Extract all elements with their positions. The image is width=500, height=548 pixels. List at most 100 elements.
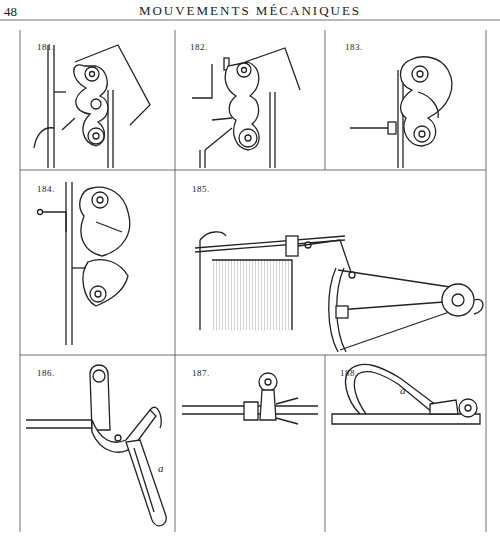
pawl-mechanism-184-part	[38, 210, 43, 215]
lever-latch-186	[26, 365, 166, 526]
spring-catch-188-part	[430, 400, 458, 414]
pawl-mechanism-182-part	[237, 63, 251, 77]
panel-frame-part	[486, 30, 487, 532]
lever-mechanism-185-part	[195, 240, 345, 252]
lever-mechanism-185-part	[349, 272, 355, 278]
rod-clamp-187-part	[276, 398, 298, 424]
spring-catch-188-part	[459, 399, 477, 417]
pawl-mechanism-181-part	[74, 65, 108, 146]
spring-catch-188	[332, 364, 480, 424]
figure-number: 181.	[37, 42, 55, 52]
pawl-mechanism-181-part	[90, 72, 95, 77]
pawl-mechanism-183	[350, 57, 452, 168]
figure-number: 186.	[37, 362, 55, 380]
pawl-mechanism-181-part	[47, 45, 48, 168]
pawl-mechanism-181-part	[88, 128, 104, 144]
figure-number: 187.	[192, 362, 210, 380]
rod-clamp-187-part	[259, 373, 277, 391]
lever-latch-186-part	[92, 410, 156, 452]
panel-frame-part	[20, 170, 486, 171]
pawl-mechanism-181-part	[54, 91, 66, 92]
lever-mechanism-185-part	[452, 294, 464, 306]
pawl-mechanism-183-part	[417, 71, 423, 77]
figure-number: 187.	[192, 368, 210, 378]
pawl-mechanism-183-part	[418, 92, 438, 118]
part-letter: a	[158, 458, 164, 476]
pawl-mechanism-182-part	[192, 64, 212, 98]
pawl-mechanism-181	[34, 45, 150, 168]
figure-number: 182.	[190, 42, 208, 52]
pawl-mechanism-184-part	[83, 260, 128, 306]
figure-number: 182.	[190, 36, 208, 54]
rod-clamp-187-part	[265, 379, 271, 385]
lever-mechanism-185-part	[200, 232, 226, 240]
panel-frame-part	[325, 355, 326, 532]
lever-mechanism-185-part	[199, 240, 200, 330]
lever-latch-186-part	[134, 448, 154, 512]
pawl-mechanism-182-part	[269, 92, 270, 168]
pawl-mechanism-181-part	[107, 90, 108, 168]
pawl-mechanism-182-part	[245, 135, 251, 141]
lever-latch-186-part	[115, 435, 121, 441]
part-letter: a	[158, 462, 164, 474]
lever-latch-186-part	[93, 370, 105, 382]
pawl-mechanism-183-part	[412, 66, 428, 82]
pawl-mechanism-184-part	[90, 286, 106, 302]
lever-mechanism-185-part	[474, 299, 483, 314]
part-letter: a	[400, 384, 406, 396]
spring-catch-188-part	[465, 405, 471, 411]
lever-mechanism-185-part	[212, 260, 292, 330]
lever-latch-186-part	[90, 365, 110, 430]
pawl-mechanism-182-part	[242, 68, 247, 73]
spring-catch-188-part	[354, 372, 432, 414]
lever-latch-186-part	[26, 427, 100, 428]
page-number: 48	[4, 4, 17, 19]
pawl-mechanism-182-part	[199, 150, 200, 168]
pawl-mechanism-182-part	[205, 128, 232, 150]
figure-number: 188.	[340, 362, 358, 380]
lever-latch-186-part	[26, 419, 100, 420]
lever-mechanism-185-part	[212, 260, 292, 330]
pawl-mechanism-183-part	[350, 127, 390, 128]
lever-mechanism-185-part	[336, 306, 348, 318]
pawl-mechanism-184-part	[96, 222, 122, 232]
pawl-mechanism-181-part	[93, 133, 99, 139]
figure-number: 188.	[340, 368, 358, 378]
pawl-mechanism-183-part	[400, 57, 451, 146]
figure-number: 186.	[37, 368, 55, 378]
pawl-mechanism-184-part	[80, 187, 130, 256]
pawl-mechanism-183-part	[388, 122, 396, 134]
panel-frame-part	[20, 355, 486, 356]
pawl-mechanism-181-part	[62, 118, 75, 130]
panel-frame-part	[175, 30, 176, 532]
lever-mechanism-185-part	[286, 236, 298, 256]
pawl-mechanism-181-part	[112, 90, 113, 168]
part-letter: a	[400, 380, 406, 398]
running-head: MOUVEMENTS MÉCANIQUES	[0, 1, 500, 19]
pawl-mechanism-184-part	[72, 267, 86, 268]
figure-number: 185.	[192, 184, 210, 194]
figure-number: 181.	[37, 36, 55, 54]
rod-clamp-187-part	[244, 402, 258, 420]
spring-catch-188-part	[346, 364, 440, 414]
pawl-mechanism-181-part	[34, 128, 54, 148]
pawl-mechanism-182-part	[274, 92, 275, 168]
rod-clamp-187-part	[260, 390, 276, 420]
pawl-mechanism-182-part	[239, 129, 257, 147]
pawl-mechanism-181-part	[53, 45, 54, 168]
pawl-mechanism-184-part	[97, 197, 103, 203]
spring-catch-188-part	[332, 414, 480, 424]
page-number: 48	[4, 2, 17, 20]
pawl-mechanism-184-part	[71, 182, 72, 345]
panel-frame	[0, 20, 500, 532]
lever-latch-186-part	[150, 407, 161, 428]
pawl-mechanism-183-part	[414, 126, 430, 142]
rod-clamp-187	[182, 373, 318, 424]
pawl-mechanism-182-part	[204, 150, 205, 168]
panel-frame-part	[325, 30, 326, 170]
pawl-mechanism-184-part	[95, 291, 101, 297]
lever-mechanism-185	[195, 232, 483, 352]
pawl-mechanism-182	[192, 48, 300, 168]
